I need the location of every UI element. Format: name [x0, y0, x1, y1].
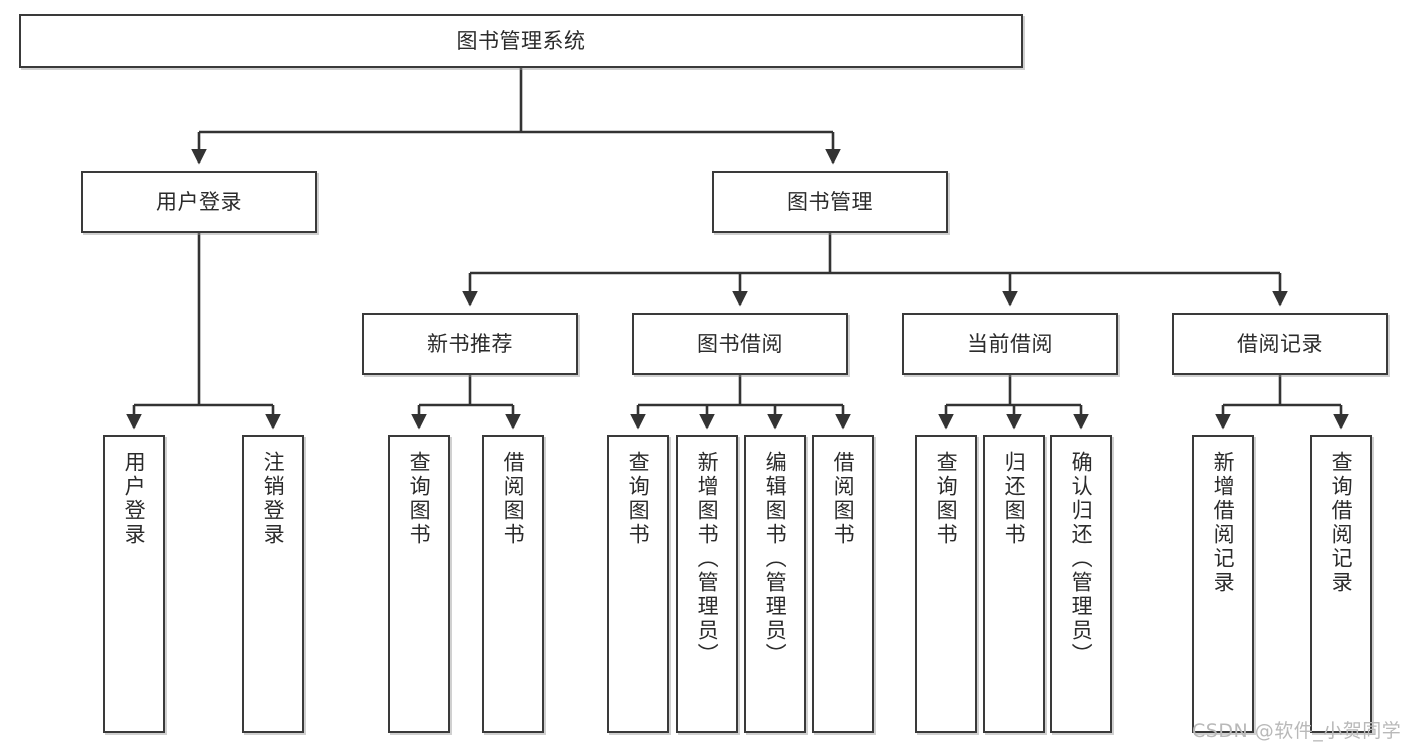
leaf-rec-add-record-label: 新增借阅记录 — [1211, 451, 1236, 595]
node-new-book-rec[interactable]: 新书推荐 — [362, 313, 578, 375]
node-book-borrow-label: 图书借阅 — [697, 331, 783, 356]
leaf-rec-query-book[interactable]: 查询图书 — [388, 435, 450, 733]
leaf-borrow-add-book[interactable]: 新增图书（管理员） — [676, 435, 738, 733]
leaf-rec-borrow-book-label: 借阅图书 — [501, 451, 526, 547]
leaf-borrow-borrow-book[interactable]: 借阅图书 — [812, 435, 874, 733]
leaf-cur-confirm-return-label: 确认归还（管理员） — [1069, 451, 1094, 667]
leaf-rec-query-record[interactable]: 查询借阅记录 — [1310, 435, 1372, 733]
node-current-borrow-label: 当前借阅 — [967, 331, 1053, 356]
leaf-borrow-query-book-label: 查询图书 — [626, 451, 651, 547]
node-root-label: 图书管理系统 — [456, 28, 586, 53]
node-book-manage[interactable]: 图书管理 — [712, 171, 948, 233]
leaf-user-login-label: 用户登录 — [122, 451, 147, 547]
leaf-user-login[interactable]: 用户登录 — [103, 435, 165, 733]
leaf-cur-return-book[interactable]: 归还图书 — [983, 435, 1045, 733]
node-book-manage-label: 图书管理 — [787, 189, 873, 214]
leaf-borrow-edit-book-label: 编辑图书（管理员） — [763, 451, 788, 667]
node-borrow-record[interactable]: 借阅记录 — [1172, 313, 1388, 375]
leaf-borrow-edit-book[interactable]: 编辑图书（管理员） — [744, 435, 806, 733]
leaf-user-logout-label: 注销登录 — [261, 451, 286, 547]
leaf-rec-add-record[interactable]: 新增借阅记录 — [1192, 435, 1254, 733]
leaf-cur-return-book-label: 归还图书 — [1002, 451, 1027, 547]
node-book-borrow[interactable]: 图书借阅 — [632, 313, 848, 375]
node-new-book-rec-label: 新书推荐 — [427, 331, 513, 356]
leaf-rec-query-book-label: 查询图书 — [407, 451, 432, 547]
leaf-borrow-borrow-book-label: 借阅图书 — [831, 451, 856, 547]
node-borrow-record-label: 借阅记录 — [1237, 331, 1323, 356]
leaf-rec-borrow-book[interactable]: 借阅图书 — [482, 435, 544, 733]
leaf-user-logout[interactable]: 注销登录 — [242, 435, 304, 733]
leaf-rec-query-record-label: 查询借阅记录 — [1329, 451, 1354, 595]
leaf-borrow-query-book[interactable]: 查询图书 — [607, 435, 669, 733]
leaf-cur-confirm-return[interactable]: 确认归还（管理员） — [1050, 435, 1112, 733]
node-root[interactable]: 图书管理系统 — [19, 14, 1023, 68]
node-user-login[interactable]: 用户登录 — [81, 171, 317, 233]
node-user-login-label: 用户登录 — [156, 189, 242, 214]
node-current-borrow[interactable]: 当前借阅 — [902, 313, 1118, 375]
leaf-cur-query-book[interactable]: 查询图书 — [915, 435, 977, 733]
leaf-cur-query-book-label: 查询图书 — [934, 451, 959, 547]
leaf-borrow-add-book-label: 新增图书（管理员） — [695, 451, 720, 667]
